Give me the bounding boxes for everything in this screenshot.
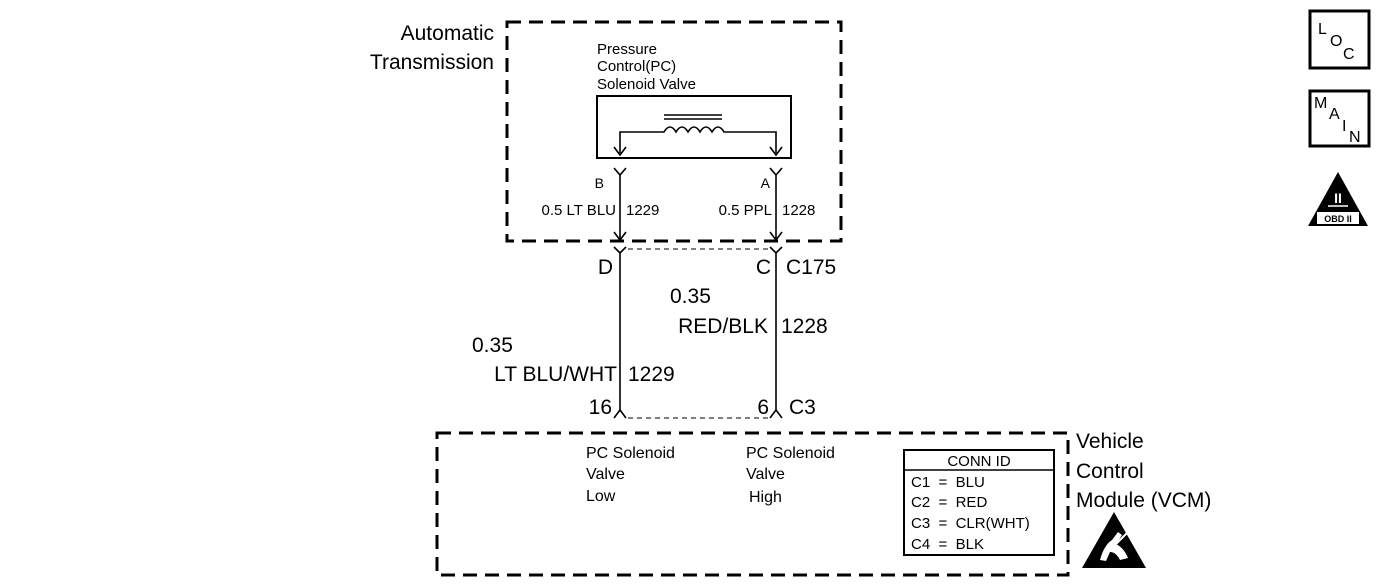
- c175-c-mark: [769, 246, 783, 255]
- esd-warning-icon: [1082, 512, 1146, 568]
- circuit-b-label: 1229: [626, 202, 659, 219]
- main-icon[interactable]: M A I N: [1308, 89, 1371, 148]
- c3-pin-16: 16: [589, 396, 612, 419]
- conn-id-row: C4 = BLK: [911, 536, 984, 553]
- pc-solenoid-low-line1: PC Solenoid: [586, 445, 675, 462]
- vcm-title-line3: Module (VCM): [1076, 489, 1211, 512]
- c175-d-mark: [613, 246, 627, 255]
- loc-icon-letter: C: [1343, 46, 1355, 63]
- vcm-title-line2: Control: [1076, 460, 1144, 483]
- obd-numeral: II: [1334, 190, 1342, 206]
- pc-solenoid-high-line1: PC Solenoid: [746, 445, 835, 462]
- solenoid-box: [596, 95, 792, 159]
- automatic-transmission: Automatic Transmission Pressure Control(…: [370, 20, 843, 243]
- pin-a-label: A: [761, 175, 771, 191]
- wire-1228-circuit: 1228: [781, 315, 828, 338]
- loc-icon-letter: L: [1318, 21, 1327, 38]
- solenoid-label-line1: Pressure: [597, 41, 657, 58]
- solenoid-label-line2: Control(PC): [597, 58, 676, 75]
- conn-id-row: C2 = RED: [911, 494, 987, 511]
- circuit-a-label: 1228: [782, 202, 815, 219]
- vcm-title-line1: Vehicle: [1076, 430, 1144, 453]
- wire-1229-size: 0.35: [472, 334, 513, 357]
- pin-b-connector-mark: [613, 167, 627, 177]
- c3-pin-6: 6: [757, 396, 769, 419]
- conn-id-row: C3 = CLR(WHT): [911, 515, 1030, 532]
- esd-slash: [1111, 531, 1129, 549]
- wire-a-label: 0.5 PPL: [719, 202, 772, 219]
- pc-solenoid-low-line3: Low: [586, 488, 616, 505]
- c175-c-arrow: [769, 231, 783, 242]
- main-icon-letter: I: [1342, 118, 1346, 135]
- pc-solenoid-high-line3: High: [749, 489, 782, 506]
- main-icon-letter: A: [1329, 106, 1340, 123]
- conn-id-table: CONN ID C1 = BLU C2 = RED C3 = CLR(WHT) …: [903, 449, 1055, 556]
- c175-pin-c: C: [756, 256, 771, 279]
- c3-name: C3: [789, 396, 816, 419]
- obd-label: OBD II: [1324, 214, 1352, 224]
- transmission-boundary: [505, 20, 843, 243]
- obd-label-box: [1317, 212, 1359, 224]
- solenoid-coil: [619, 126, 777, 153]
- obd-ii-icon[interactable]: II OBD II: [1308, 172, 1368, 226]
- pc-solenoid-low-line2: Valve: [586, 466, 625, 483]
- harness-labels: 0.35 RED/BLK 1228 0.35 LT BLU/WHT 1229: [472, 285, 828, 386]
- main-icon-letter: M: [1314, 95, 1327, 112]
- connector-c3: 16 6 C3: [589, 396, 816, 419]
- loc-icon-border: [1308, 9, 1371, 70]
- conn-id-border: [903, 449, 1055, 556]
- loc-icon-letter: O: [1330, 33, 1342, 50]
- wire-1229-color: LT BLU/WHT: [494, 363, 617, 386]
- solenoid-label-line3: Solenoid Valve: [597, 76, 696, 93]
- c175-d-arrow: [613, 231, 627, 242]
- loc-icon[interactable]: L O C: [1308, 9, 1371, 70]
- wire-1229-circuit: 1229: [628, 363, 675, 386]
- terminal-b-arrow: [613, 146, 627, 157]
- transmission-title-line1: Automatic: [401, 22, 494, 45]
- conn-id-header: CONN ID: [947, 453, 1011, 470]
- pc-solenoid-high-line2: Valve: [746, 466, 785, 483]
- wires: [613, 167, 783, 419]
- c175-pin-d: D: [598, 256, 613, 279]
- vehicle-control-module: Vehicle Control Module (VCM) PC Solenoid…: [435, 430, 1211, 577]
- main-icon-border: [1308, 89, 1371, 148]
- c3-16-mark: [613, 408, 627, 419]
- pin-b-label: B: [595, 175, 604, 191]
- vcm-boundary: [435, 431, 1070, 577]
- c3-6-mark: [769, 408, 783, 419]
- conn-id-row: C1 = BLU: [911, 474, 985, 491]
- pin-a-connector-mark: [769, 167, 783, 177]
- transmission-title-line2: Transmission: [370, 51, 494, 74]
- wire-1228-color: RED/BLK: [678, 315, 768, 338]
- wire-b-label: 0.5 LT BLU: [542, 202, 617, 219]
- pc-solenoid-valve-symbol: [596, 95, 792, 159]
- terminal-a-arrow: [769, 146, 783, 157]
- c175-name: C175: [786, 256, 836, 279]
- wire-1228-size: 0.35: [670, 285, 711, 308]
- main-icon-letter: N: [1349, 129, 1361, 146]
- connector-c175: D C C175: [598, 256, 836, 279]
